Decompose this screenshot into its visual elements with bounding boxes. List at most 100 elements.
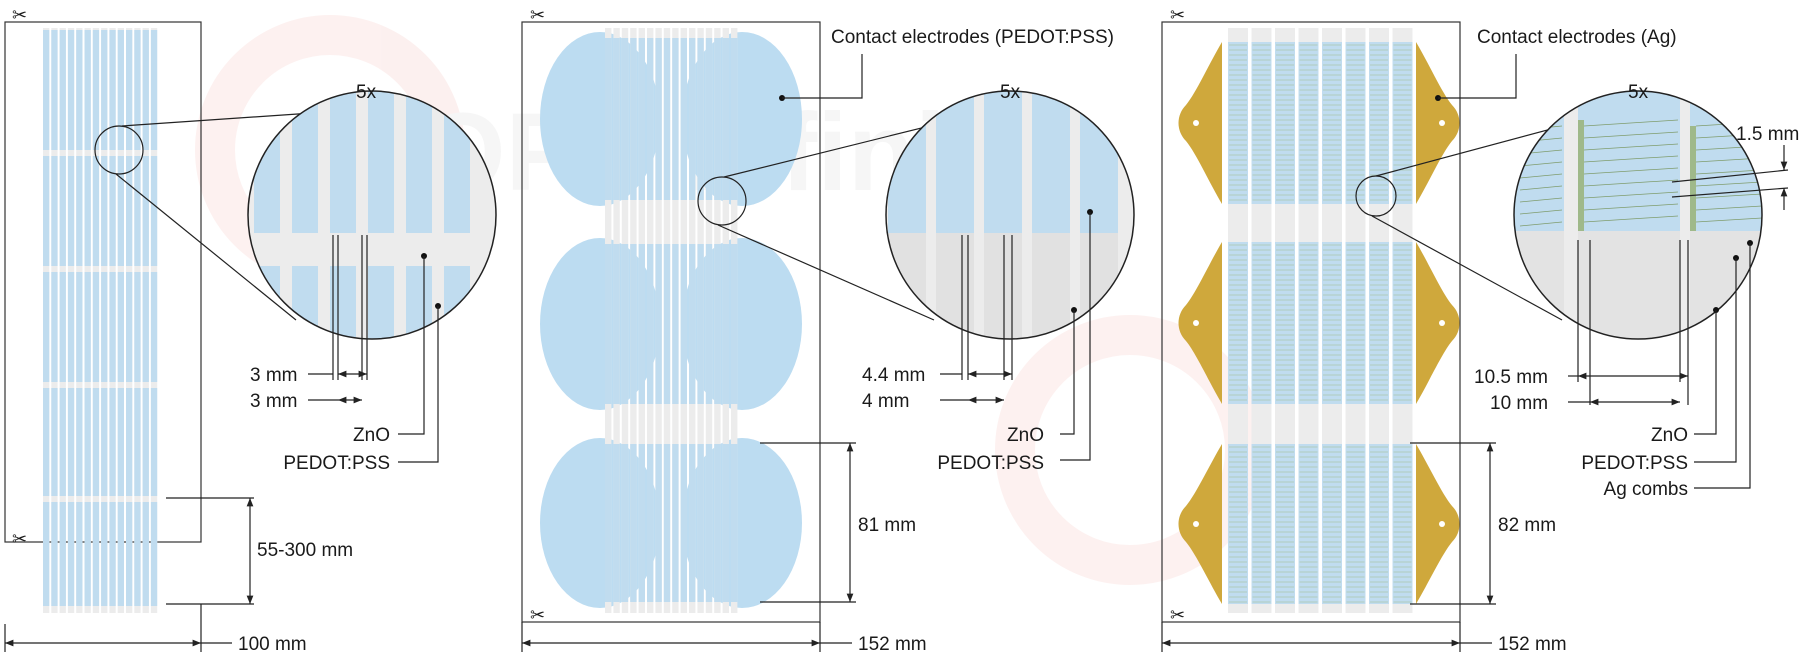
panel-b-gap-label-2: 4 mm bbox=[862, 391, 910, 412]
module-segment bbox=[1251, 42, 1272, 204]
module-segment bbox=[613, 244, 620, 404]
module-segment bbox=[134, 30, 141, 150]
module-segment bbox=[1298, 444, 1319, 604]
panel-c-callout-zno: ZnO bbox=[1651, 425, 1688, 446]
module-segment bbox=[1369, 444, 1389, 604]
zoom-stripe bbox=[292, 91, 318, 233]
panel-a-zoom-circle bbox=[247, 90, 497, 340]
ag-contact-electrode bbox=[1416, 42, 1460, 204]
module-segment bbox=[126, 272, 133, 382]
panel-c-zoom-circle bbox=[1513, 90, 1763, 340]
zoom-ag-finger bbox=[1695, 193, 1762, 199]
panel-a-callout-zno: ZnO bbox=[353, 425, 390, 446]
module-segment bbox=[117, 502, 124, 606]
zoom-ag-finger bbox=[1519, 221, 1563, 227]
scissors-icon: ✂ bbox=[12, 529, 27, 549]
module-segment bbox=[605, 38, 612, 200]
module-segment bbox=[672, 244, 679, 404]
contact-electrode bbox=[540, 32, 660, 206]
module-segment bbox=[59, 272, 66, 382]
module-segment bbox=[663, 444, 671, 602]
panel-b-width-label: 152 mm bbox=[858, 634, 927, 655]
module-segment bbox=[150, 272, 158, 382]
module-segment bbox=[43, 156, 50, 266]
module-segment bbox=[92, 272, 100, 382]
module-segment bbox=[1392, 242, 1413, 404]
module-segment bbox=[697, 38, 704, 200]
module-segment bbox=[84, 502, 91, 606]
module-segment bbox=[689, 244, 696, 404]
module-segment bbox=[134, 272, 141, 382]
module-segment bbox=[1322, 444, 1342, 604]
module-segment bbox=[689, 38, 696, 200]
module-segment bbox=[1345, 242, 1366, 404]
module-segment bbox=[630, 244, 637, 404]
module-segment bbox=[126, 502, 133, 606]
zoom-ag-finger bbox=[1695, 169, 1762, 175]
module-segment bbox=[142, 388, 149, 496]
zoom-ag-finger bbox=[1519, 185, 1563, 191]
contact-electrode bbox=[540, 438, 660, 608]
mounting-hole bbox=[1439, 521, 1445, 527]
module-segment bbox=[43, 30, 50, 150]
scissors-icon: ✂ bbox=[1170, 5, 1185, 25]
module-segment bbox=[109, 388, 116, 496]
panel-c-magnification: 5x bbox=[1628, 82, 1649, 103]
zoom-stripe bbox=[1578, 91, 1680, 231]
module-segment bbox=[43, 388, 50, 496]
module-segment bbox=[117, 156, 124, 266]
module-segment bbox=[1275, 42, 1295, 204]
module-segment bbox=[1275, 444, 1295, 604]
zoom-ag-finger bbox=[1583, 203, 1679, 211]
module-segment bbox=[51, 156, 58, 266]
zoom-ag-finger bbox=[1583, 215, 1679, 223]
module-segment bbox=[714, 244, 721, 404]
module-segment bbox=[92, 156, 100, 266]
module-segment bbox=[142, 156, 149, 266]
module-segment bbox=[43, 272, 50, 382]
panel-a-gap-label-2: 3 mm bbox=[250, 391, 298, 412]
zoom-ag-finger bbox=[1519, 209, 1563, 215]
panel-c: ✂ ✂ Contact electrodes (Ag) 5x 1.5 mm 10… bbox=[1161, 5, 1799, 655]
panel-b-magnification: 5x bbox=[1000, 82, 1021, 103]
module-segment bbox=[697, 244, 704, 404]
panel-c-width-label: 152 mm bbox=[1498, 634, 1567, 655]
module-segment bbox=[109, 502, 116, 606]
zoom-stripe bbox=[292, 266, 318, 339]
zoom-stripe bbox=[368, 91, 394, 233]
module-segment bbox=[92, 502, 100, 606]
zoom-stripe bbox=[1514, 231, 1564, 339]
module-segment bbox=[731, 244, 738, 404]
zoom-ag-finger bbox=[1695, 181, 1762, 187]
module-segment bbox=[680, 244, 687, 404]
module-segment bbox=[722, 38, 729, 200]
module-segment bbox=[1345, 42, 1366, 204]
module-segment bbox=[655, 444, 662, 602]
panel-a-magnification: 5x bbox=[356, 82, 377, 103]
module-segment bbox=[1322, 242, 1342, 404]
zoom-ag-finger bbox=[1695, 205, 1762, 211]
module-segment bbox=[1275, 242, 1295, 404]
panel-a-stripes bbox=[43, 28, 158, 613]
module-segment bbox=[109, 30, 116, 150]
module-segment bbox=[59, 30, 66, 150]
zoom-ag-finger bbox=[1583, 155, 1679, 163]
module-segment bbox=[142, 30, 149, 150]
module-segment bbox=[59, 388, 66, 496]
zoom-stripe bbox=[1032, 91, 1070, 233]
module-segment bbox=[76, 272, 83, 382]
module-segment bbox=[101, 502, 108, 606]
module-segment bbox=[1298, 242, 1319, 404]
module-segment bbox=[126, 30, 133, 150]
panel-b-title: Contact electrodes (PEDOT:PSS) bbox=[831, 27, 1114, 48]
module-segment bbox=[67, 156, 75, 266]
module-segment bbox=[672, 444, 679, 602]
zoom-stripe bbox=[406, 91, 432, 233]
module-segment bbox=[134, 388, 141, 496]
panel-b-callout-pedot: PEDOT:PSS bbox=[937, 453, 1044, 474]
module-segment bbox=[1251, 242, 1272, 404]
module-segment bbox=[76, 502, 83, 606]
module-segment bbox=[150, 30, 158, 150]
zoom-stripe bbox=[984, 233, 1022, 339]
module-segment bbox=[1228, 444, 1248, 604]
